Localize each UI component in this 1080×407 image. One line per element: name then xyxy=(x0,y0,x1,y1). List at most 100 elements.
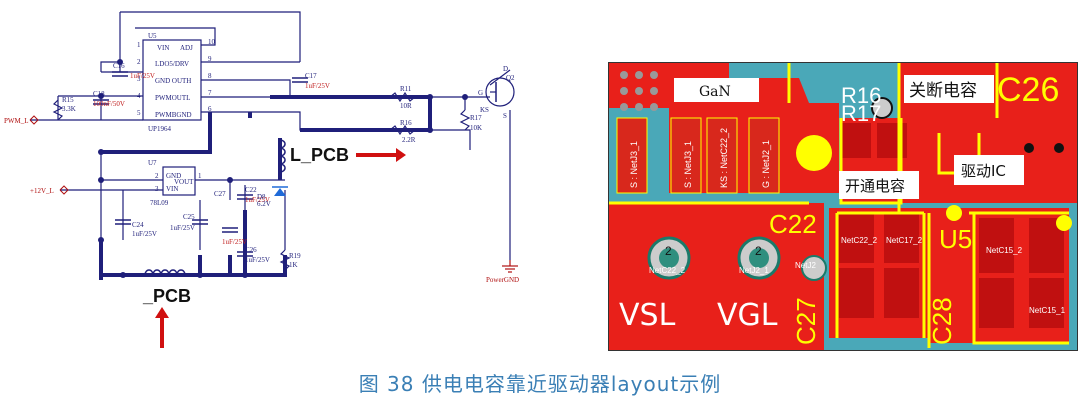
net-pwm: PWM_L xyxy=(4,117,29,125)
c25-ref: C25 xyxy=(183,213,195,221)
q2-pin-s: S xyxy=(503,112,507,120)
net-gnd: PowerGND xyxy=(486,276,519,284)
u5-pin-num-10: 10 xyxy=(208,38,216,46)
r16-val: 2.2R xyxy=(402,136,416,144)
pcb-label-gan: GaN xyxy=(699,84,731,100)
pcb-pad-net-4: NetC15_2 xyxy=(986,246,1023,255)
pcb-pad-net-3: NetC17_2 xyxy=(886,236,923,245)
c26-val: 1uF/25V xyxy=(245,256,270,264)
pcb-net-s1: S : NetJ3_1 xyxy=(629,141,639,188)
u5-pin-outl: PWMOUTL xyxy=(155,94,190,102)
r15-ref: R15 xyxy=(62,96,74,104)
u7-ref: U7 xyxy=(148,159,157,167)
d8-val: 6.2V xyxy=(257,200,271,208)
pcb-pad-net-6: NetC15_1 xyxy=(1029,306,1066,315)
pcb-label-c27: C27 xyxy=(791,297,821,345)
r19-resistor xyxy=(279,249,291,271)
c24-val: 1uF/25V xyxy=(132,230,157,238)
ground-symbol xyxy=(502,260,518,273)
c25-val: 1uF/25V xyxy=(170,224,195,232)
pcb-label-c28: C28 xyxy=(927,297,957,345)
pcb-label-r17: R17 xyxy=(841,101,881,126)
r11-val: 10R xyxy=(400,102,412,110)
net-vin: +12V_L xyxy=(30,187,54,195)
pcb-pad-num-1: 2 xyxy=(665,244,672,258)
figure-caption: 图 38 供电电容靠近驱动器layout示例 xyxy=(358,372,722,396)
u5-pin-num-8: 8 xyxy=(208,72,212,80)
u7-pin-vout: VOUT xyxy=(174,178,194,186)
cap-on-box xyxy=(839,171,919,199)
u5-pin-num-3: 3 xyxy=(137,75,141,83)
pcb-pad-net-5: NetC22_2 xyxy=(649,266,686,275)
r19-ref: R19 xyxy=(289,252,301,260)
inductor-horizontal xyxy=(144,269,186,276)
u7-box xyxy=(162,166,196,196)
c24-ref: C24 xyxy=(132,221,144,229)
r15-resistor xyxy=(52,99,64,121)
r17-ref: R17 xyxy=(470,114,482,122)
c27-val: 1uF/25V xyxy=(222,238,247,246)
u5-pin-num-7: 7 xyxy=(208,89,212,97)
q2-ks: KS xyxy=(480,106,489,114)
pcb-label-vsl: VSL xyxy=(619,298,676,333)
driver-box xyxy=(954,155,1024,185)
pcb-label-r16: R16 xyxy=(841,83,881,108)
r11-ref: R11 xyxy=(400,85,412,93)
q2-transistor xyxy=(485,77,515,107)
pcb-label-cap-on: 开通电容 xyxy=(845,177,905,195)
r16-resistor xyxy=(389,124,420,136)
c18-ref: C18 xyxy=(93,90,105,98)
u5-pin-pgnd: PWMBGND xyxy=(155,111,192,119)
pcb-pad-net-7: NetJ2 xyxy=(795,261,816,270)
u5-ref: U5 xyxy=(148,32,157,40)
c26-ref: C26 xyxy=(245,246,257,254)
pcb-net-s2: S : NetJ3_1 xyxy=(683,141,693,188)
pcb-label-c26: C26 xyxy=(997,71,1059,109)
u7-pin-gnd: GND xyxy=(166,172,181,180)
r19-val: 1K xyxy=(289,261,298,269)
r17-resistor xyxy=(459,109,471,131)
c27-ref: C27 xyxy=(214,190,226,198)
u5-pin-num-9: 9 xyxy=(208,55,212,63)
q2-ref: Q2 xyxy=(506,74,515,82)
pcb-label-c22: C22 xyxy=(769,209,817,239)
pcb-pad-net-1: NetC22_2 xyxy=(841,236,878,245)
u5-pin-vin: VIN xyxy=(157,44,169,52)
cap-off-box xyxy=(904,75,994,103)
pcb-pad-num-2: 2 xyxy=(755,244,762,258)
pcb-vias xyxy=(647,97,1072,281)
pcb-label-u5: U5 xyxy=(939,224,972,254)
inductor-vertical xyxy=(279,139,286,173)
c22-ref: C22 xyxy=(245,186,257,194)
c18-val: 100nF/50V xyxy=(93,100,125,108)
pcb-pad-net-2: NetJ2_1 xyxy=(739,266,769,275)
u5-pin-num-6: 6 xyxy=(208,105,212,113)
u5-part: UP1964 xyxy=(148,125,171,133)
q2-pin-d: D xyxy=(503,65,508,73)
annot-bottom-arrow xyxy=(155,307,169,348)
r11-resistor xyxy=(389,91,420,103)
r17-val: 10K xyxy=(470,124,482,132)
u5-pin-adj: ADJ xyxy=(180,44,193,52)
u7-pin-num-3: 3 xyxy=(155,185,159,193)
pcb-layout-panel: GaN 关断电容 开通电容 驱动IC VSL VGL C22 C26 R16 R… xyxy=(608,62,1078,351)
annot-l-arrow xyxy=(356,148,406,162)
pcb-label-cap-off: 关断电容 xyxy=(909,81,977,101)
u5-pin-ldo: LDO5/DRV xyxy=(155,60,189,68)
c17-ref: C17 xyxy=(305,72,317,80)
pcb-net-g: G : NetJ2_1 xyxy=(761,140,771,188)
u5-pin-num-5: 5 xyxy=(137,109,141,117)
c16-val: 1uF/25V xyxy=(130,72,155,80)
schematic-panel: U5 UP1964 VIN LDO5/DRV GND OUTH PWMOUTL … xyxy=(4,11,519,348)
d8-ref: D8 xyxy=(257,193,266,201)
u5-pin-outh: GND OUTH xyxy=(155,77,191,85)
u7-pin-num-1: 1 xyxy=(198,172,202,180)
u5-pin-num-1: 1 xyxy=(137,41,141,49)
gan-box xyxy=(674,78,759,102)
r15-val: 3.3K xyxy=(62,105,76,113)
u7-pin-vin: VIN xyxy=(166,185,178,193)
r16-ref: R16 xyxy=(400,119,412,127)
c16-ref: C16 xyxy=(113,62,125,70)
annot-bottom-pcb: _PCB xyxy=(142,286,191,306)
pcb-label-driver: 驱动IC xyxy=(961,162,1006,180)
